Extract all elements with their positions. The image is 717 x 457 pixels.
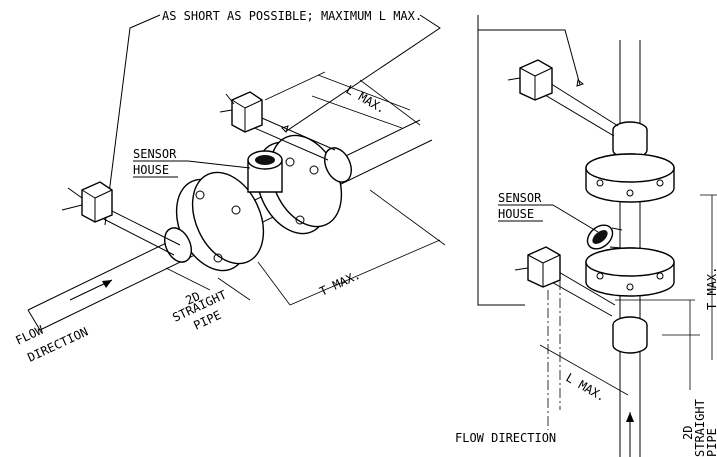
left-sensor-label-1: SENSOR	[133, 147, 177, 161]
top-note: AS SHORT AS POSSIBLE; MAXIMUM L MAX.	[162, 9, 422, 23]
right-straight-label: STRAIGHT	[693, 399, 707, 457]
left-t-max-label: T MAX.	[317, 268, 362, 299]
left-2d-label: 2D	[183, 289, 202, 308]
right-sensor-label-1: SENSOR	[498, 191, 542, 205]
right-l-max-label: L MAX.	[564, 370, 609, 404]
right-t-max-label: T MAX.	[705, 267, 717, 310]
top-note-leaders	[104, 14, 585, 306]
right-flow-arrow	[626, 412, 634, 457]
right-sensor-label-2: HOUSE	[498, 207, 534, 221]
right-flow-label: FLOW DIRECTION	[455, 431, 556, 445]
left-sensor-label-2: HOUSE	[133, 163, 169, 177]
right-lower-flange	[585, 247, 675, 297]
left-sensor-house	[247, 150, 283, 193]
left-branch-tube	[61, 181, 181, 256]
right-upper-flange	[585, 153, 675, 203]
right-pipe-label: PIPE	[705, 428, 717, 457]
left-l-max-label: L MAX.	[344, 82, 389, 116]
left-dimension-lines	[165, 71, 446, 306]
left-flange-pair	[164, 134, 352, 272]
right-2d-label: 2D	[681, 426, 695, 440]
left-assembly	[27, 91, 433, 331]
left-flow-arrow	[69, 279, 113, 301]
right-dimension-lines	[539, 194, 717, 430]
left-upper-branch	[219, 91, 336, 161]
right-assembly	[507, 40, 675, 457]
right-lower-branch	[514, 246, 616, 317]
right-upper-branch	[507, 59, 619, 137]
